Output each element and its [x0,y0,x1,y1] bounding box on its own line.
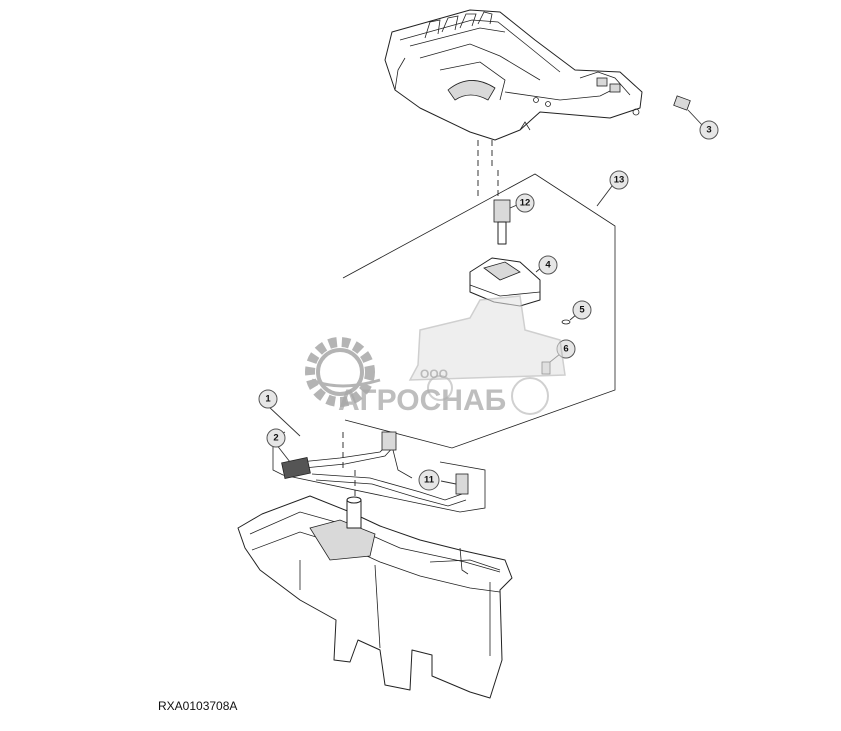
upper-console-cover [384,9,643,141]
watermark-name: АГРОСНАБ [338,384,506,417]
callout-5: 5 [572,300,592,320]
watermark-prefix: ООО [420,367,448,381]
callout-11: 11 [418,469,440,491]
watermark: ООО АГРОСНАБ [305,295,566,417]
callout-4: 4 [538,255,558,275]
figure-code: RXA0103708A [158,699,238,713]
callout-12-label: 12 [520,198,531,209]
callout-3: 3 [699,120,719,140]
gear-harvester-logo-icon [305,295,566,415]
callout-11-label: 11 [424,475,435,486]
callout-1-label: 1 [265,394,271,405]
callout-6-label: 6 [563,344,568,355]
callout-4-label: 4 [545,260,551,271]
callout-3-label: 3 [706,125,711,136]
part-12-switch [493,199,518,245]
callout-2: 2 [266,428,286,448]
callout-12: 12 [515,193,535,213]
callout-13-label: 13 [614,175,625,186]
wiring-harness [281,431,469,507]
lower-console-base [237,495,513,699]
callout-2-label: 2 [273,433,278,444]
part-4-control-housing [469,257,543,307]
callout-13: 13 [609,170,629,190]
callout-1: 1 [258,389,278,409]
callout-5-label: 5 [579,305,585,316]
part-3-connector [673,95,704,127]
module-assembly-frame [342,173,616,449]
